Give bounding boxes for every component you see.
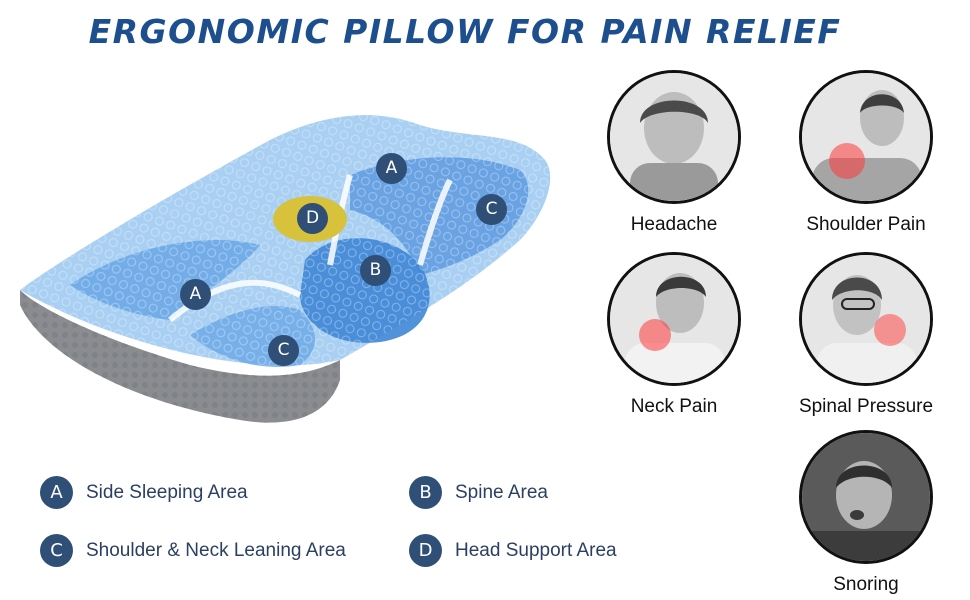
page-title: ERGONOMIC PILLOW FOR PAIN RELIEF	[88, 12, 842, 51]
snoring-photo	[799, 430, 933, 564]
legend-badge: D	[409, 534, 442, 567]
pain-headache: Headache	[574, 70, 774, 236]
pain-neck: Neck Pain	[574, 252, 774, 418]
pillow-illustration	[20, 115, 551, 423]
marker-c-top: C	[476, 194, 507, 225]
legend-item-head-support: D Head Support Area	[409, 534, 617, 567]
legend-item-side-sleeping: A Side Sleeping Area	[40, 476, 248, 509]
shoulder-pain-photo	[799, 70, 933, 204]
marker-a-front: A	[180, 279, 211, 310]
pain-spinal: Spinal Pressure	[766, 252, 966, 418]
legend-label: Spine Area	[455, 481, 548, 503]
pain-label: Snoring	[833, 574, 899, 595]
neck-pain-photo	[607, 252, 741, 386]
legend-label: Head Support Area	[455, 539, 617, 561]
legend-badge: C	[40, 534, 73, 567]
marker-c-front: C	[268, 335, 299, 366]
pain-label: Headache	[630, 214, 718, 235]
marker-b: B	[360, 255, 391, 286]
pain-label: Neck Pain	[630, 396, 718, 417]
marker-a-top: A	[376, 153, 407, 184]
pain-label: Spinal Pressure	[798, 396, 934, 417]
legend-badge: A	[40, 476, 73, 509]
marker-d: D	[297, 203, 328, 234]
legend-label: Side Sleeping Area	[86, 481, 248, 503]
legend-item-shoulder-neck: C Shoulder & Neck Leaning Area	[40, 534, 346, 567]
legend-item-spine: B Spine Area	[409, 476, 548, 509]
legend-badge: B	[409, 476, 442, 509]
legend-label: Shoulder & Neck Leaning Area	[86, 539, 346, 561]
spinal-pressure-photo	[799, 252, 933, 386]
headache-photo	[607, 70, 741, 204]
pain-shoulder: Shoulder Pain	[766, 70, 966, 236]
pain-snoring: Snoring	[766, 430, 966, 596]
pain-label: Shoulder Pain	[806, 214, 926, 235]
